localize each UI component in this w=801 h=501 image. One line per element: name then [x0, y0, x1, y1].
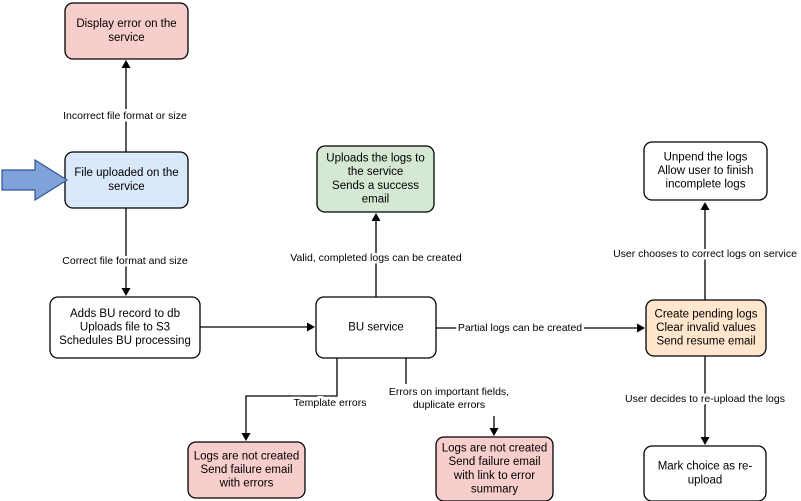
edge-user-chooses-to-correct-logs-on-service-label-halo: User chooses to correct logs on service — [613, 248, 797, 260]
entry-arrow-layer — [1, 158, 69, 202]
entry-big-arrow — [1, 158, 69, 202]
node-mark-choice-as-re-upload-line-1: upload — [688, 474, 723, 486]
node-logs-are-not-created-with-link-to-error-summary-line-1: Send failure email — [448, 456, 540, 468]
node-create-pending-logs-line-1: Clear invalid values — [656, 322, 756, 334]
edge-errors-on-important-fields-duplicate-errors: Errors on important fields,Errors on imp… — [386, 358, 512, 436]
node-display-error-line-1: service — [108, 32, 144, 44]
node-uploads-the-logs-to-the-service-shape[interactable] — [316, 145, 435, 213]
edge-errors-on-important-fields-duplicate-errors-label-halo-1: duplicate errors — [413, 399, 485, 411]
node-uploads-the-logs-to-the-service-line-2: Sends a success — [332, 180, 419, 192]
edge-user-decides-to-re-upload-the-logs-arrowhead — [700, 437, 710, 445]
node-mark-choice-as-re-upload[interactable]: Mark choice as re-upload — [643, 445, 767, 501]
edge-user-chooses-to-correct-logs-on-service-arrowhead — [700, 202, 710, 210]
node-mark-choice-as-re-upload-shape[interactable] — [643, 445, 767, 501]
edge-valid-completed-logs-can-be-created-label-halo: Valid, completed logs can be created — [290, 252, 462, 264]
node-logs-are-not-created-with-errors-line-0: Logs are not created — [194, 450, 300, 462]
node-display-error-shape[interactable] — [64, 2, 189, 60]
node-logs-are-not-created-with-link-to-error-summary-line-0: Logs are not created — [442, 443, 548, 455]
node-adds-bu-record-to-db-line-0: Adds BU record to db — [70, 308, 180, 320]
edge-user-decides-to-re-upload-the-logs-label: User decides to re-upload the logs — [625, 393, 785, 405]
edge-incorrect-file-format-or-size-label: Incorrect file format or size — [63, 110, 187, 122]
node-adds-bu-record-to-db-line-1: Uploads file to S3 — [80, 322, 170, 334]
node-bu-service[interactable]: BU service — [315, 296, 437, 359]
edge-errors-on-important-fields-duplicate-errors-label-1: duplicate errors — [413, 399, 485, 411]
node-logs-are-not-created-with-errors-shape[interactable] — [187, 441, 306, 499]
node-unpend-the-logs-line-0: Unpend the logs — [664, 151, 748, 163]
edge-valid-completed-logs-can-be-created-arrowhead — [371, 213, 381, 221]
edge-template-errors-arrowhead — [241, 433, 251, 441]
edge-template-errors-label: Template errors — [294, 397, 367, 409]
edge-adds-bu-record-to-bu-service — [200, 322, 315, 332]
edge-correct-file-format-and-size-label-halo: Correct file format and size — [62, 255, 188, 267]
node-logs-are-not-created-with-errors-line-1: Send failure email — [200, 464, 292, 476]
edge-user-decides-to-re-upload-the-logs-label-halo: User decides to re-upload the logs — [625, 393, 785, 405]
edge-errors-on-important-fields-duplicate-errors-arrowhead — [489, 428, 499, 436]
edge-incorrect-file-format-or-size-arrowhead — [121, 60, 131, 68]
node-display-error[interactable]: Display error on the service — [64, 2, 189, 60]
node-logs-are-not-created-with-errors-line-2: with errors — [219, 478, 274, 490]
node-logs-are-not-created-with-link-to-error-summary-line-2: with link to error — [453, 470, 535, 482]
edge-template-errors-label-halo: Template errors — [294, 397, 367, 409]
edge-errors-on-important-fields-duplicate-errors-label-halo-0: Errors on important fields, — [389, 386, 509, 398]
edge-partial-logs-can-be-created-label-halo: Partial logs can be created — [458, 322, 582, 334]
node-display-error-line-0: Display error on the — [76, 18, 176, 30]
node-unpend-the-logs-shape[interactable] — [643, 141, 768, 201]
node-create-pending-logs-shape[interactable] — [645, 299, 767, 357]
node-adds-bu-record-to-db-line-2: Schedules BU processing — [59, 335, 191, 347]
node-mark-choice-as-re-upload-line-0: Mark choice as re- — [658, 461, 753, 473]
edge-partial-logs-can-be-created-label: Partial logs can be created — [458, 322, 582, 334]
node-adds-bu-record-to-db[interactable]: Adds BU record to db Uploads file to S3Sc… — [49, 296, 201, 359]
node-logs-are-not-created-with-link-to-error-summary-shape[interactable] — [435, 436, 554, 501]
node-uploads-the-logs-to-the-service-line-0: Uploads the logs to — [326, 153, 424, 165]
edge-valid-completed-logs-can-be-created: Valid, completed logs can be createdVali… — [288, 213, 464, 297]
edge-valid-completed-logs-can-be-created-label: Valid, completed logs can be created — [290, 252, 462, 264]
edge-template-errors-line — [245, 358, 338, 434]
node-file-uploaded-on-the-service[interactable]: File uploaded on the service — [64, 151, 189, 209]
node-create-pending-logs-line-0: Create pending logs — [655, 308, 758, 320]
edge-correct-file-format-and-size-arrowhead — [121, 288, 131, 296]
edge-adds-bu-record-to-bu-service-arrowhead — [307, 322, 315, 332]
edge-correct-file-format-and-size-label: Correct file format and size — [62, 255, 188, 267]
node-create-pending-logs-line-2: Send resume email — [656, 336, 755, 348]
node-file-uploaded-on-the-service-line-0: File uploaded on the — [74, 167, 178, 179]
edge-errors-on-important-fields-duplicate-errors-label-0: Errors on important fields, — [389, 386, 509, 398]
node-uploads-the-logs-to-the-service-line-3: email — [362, 193, 389, 205]
node-unpend-the-logs-line-1: Allow user to finish — [658, 165, 754, 177]
node-file-uploaded-on-the-service-line-1: service — [108, 181, 144, 193]
node-unpend-the-logs-line-2: incomplete logs — [666, 179, 746, 191]
node-logs-are-not-created-with-link-to-error-summary-line-3: summary — [471, 483, 519, 495]
edge-incorrect-file-format-or-size-label-halo: Incorrect file format or size — [63, 110, 187, 122]
node-bu-service-shape[interactable] — [315, 296, 437, 359]
edge-partial-logs-can-be-created-arrowhead — [637, 323, 645, 333]
node-adds-bu-record-to-db-shape[interactable] — [49, 296, 201, 359]
node-uploads-the-logs-to-the-service-line-1: the service — [348, 166, 404, 178]
node-bu-service-line-0: BU service — [348, 322, 404, 334]
edge-errors-on-important-fields-duplicate-errors-line — [405, 358, 495, 429]
edge-user-chooses-to-correct-logs-on-service-label: User chooses to correct logs on service — [613, 248, 797, 260]
edge-user-chooses-to-correct-logs-on-service: User chooses to correct logs on serviceU… — [611, 202, 800, 300]
